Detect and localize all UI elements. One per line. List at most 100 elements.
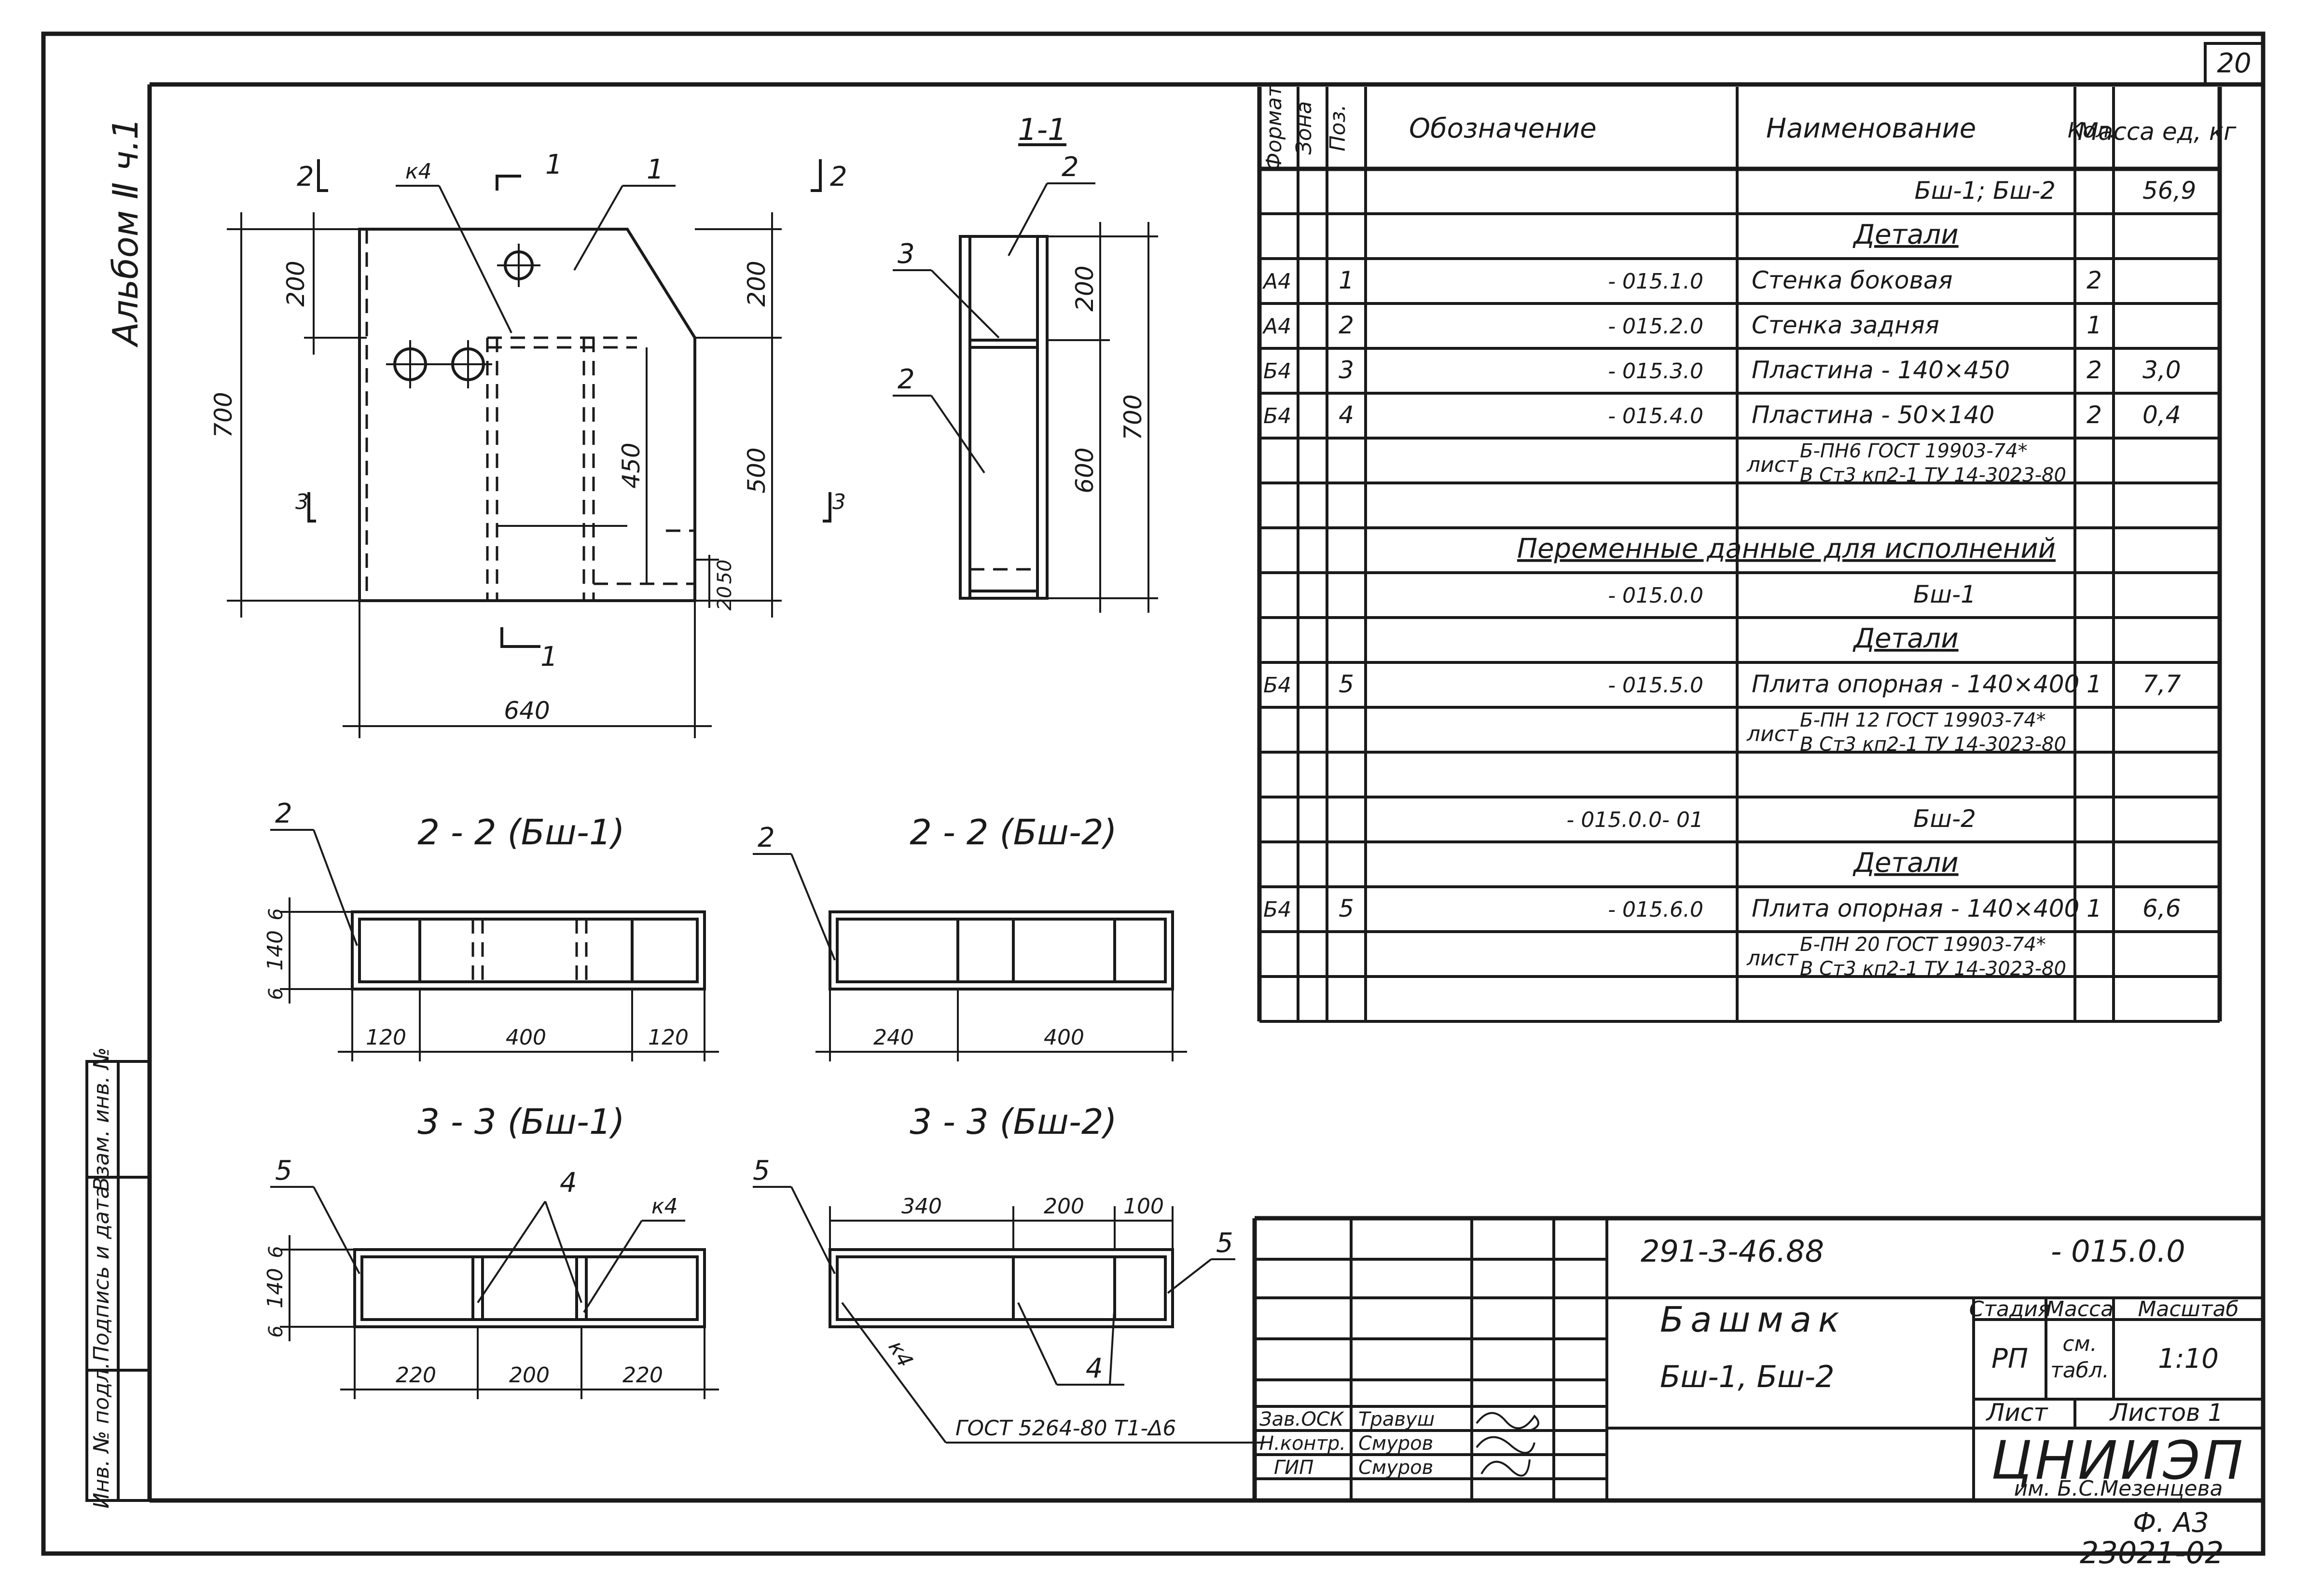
mass-value-2: табл.	[2050, 1358, 2109, 1383]
dim-front-20: 20	[714, 586, 736, 611]
spec-material-prefix: лист	[1746, 722, 1799, 746]
stamp-sign-date: Подпись и дата	[89, 1186, 114, 1362]
s33a-weld-k4: к4	[651, 1194, 678, 1219]
staff-role-2: Н.контр.	[1259, 1432, 1346, 1455]
spec-cell-designation: - 015.1.0	[1608, 269, 1703, 294]
dim-s33a-220b: 220	[622, 1363, 663, 1388]
hdr-name: Наименование	[1766, 113, 1976, 144]
dim-front-200-left: 200	[282, 261, 310, 306]
dim-s22b-240: 240	[873, 1025, 914, 1050]
spec-cell-heading: Детали	[1852, 219, 1958, 250]
scale-header: Масштаб	[2138, 1297, 2239, 1321]
title-line2: Бш-1, Бш-2	[1660, 1359, 1835, 1394]
spec-cell-designation: - 015.0.0- 01	[1566, 808, 1703, 832]
mass-header: Масса	[2046, 1297, 2114, 1321]
cut-3-left-label: 3	[295, 490, 309, 514]
dim-s22a-400: 400	[506, 1025, 546, 1050]
front-weld-k4: к4	[405, 159, 432, 184]
cut-1-bottom-label: 1	[540, 641, 558, 673]
dim-side-700: 700	[1119, 394, 1147, 440]
stage-header: Стадия	[1969, 1297, 2051, 1321]
stamp-inv-orig: Инв. № подл.	[89, 1362, 114, 1509]
dim-s22a-120: 120	[366, 1025, 406, 1050]
spec-cell-name: Стенка боковая	[1752, 266, 1953, 294]
spec-cell-designation: - 015.6.0	[1608, 897, 1703, 922]
dim-s33a-6b: 6	[265, 1325, 287, 1337]
spec-cell-pos: 2	[1339, 311, 1354, 339]
hdr-zone: Зона	[1292, 101, 1316, 155]
hdr-mass: Масса ед, кг	[2078, 118, 2237, 146]
spec-cell-qty: 1	[2087, 311, 2102, 339]
spec-material-top: Б-ПН 12 ГОСТ 19903-74*	[1800, 709, 2046, 731]
spec-material-bottom: В Ст3 кп2-1 ТУ 14-3023-80	[1800, 733, 2066, 756]
spec-cell-qty: 1	[2087, 670, 2102, 698]
spec-cell-name: Пластина - 50×140	[1752, 401, 1994, 429]
side-pos3-label: 3	[898, 238, 915, 270]
scale-value: 1:10	[2158, 1343, 2219, 1375]
page-number-box	[2204, 42, 2265, 86]
doc-suffix: - 015.0.0	[2051, 1234, 2185, 1269]
dim-front-450: 450	[617, 442, 645, 488]
spec-row: Детали	[1852, 623, 1958, 654]
hdr-qty: Кол.	[2068, 118, 2116, 143]
section-2-2-b-title: 2 - 2 (Бш-2)	[910, 812, 1117, 853]
s33a-pos5-label: 5	[275, 1155, 292, 1186]
spec-cell-name: Стенка задняя	[1752, 311, 1939, 339]
spec-cell-pos: 3	[1339, 356, 1354, 384]
section-2-2-bsh1: 2 - 2 (Бш-1) 2 6 140 6 120 400 120	[263, 798, 719, 1061]
view-1-1-title: 1-1	[1018, 112, 1066, 147]
cut-3-right-label: 3	[832, 490, 846, 514]
dim-side-600: 600	[1071, 447, 1099, 493]
s33b-pos5-left-label: 5	[753, 1155, 770, 1186]
album-label: Альбом Ⅱ ч.1	[105, 118, 146, 348]
signatures	[1476, 1412, 1539, 1477]
cut-1-top-label: 1	[545, 149, 563, 180]
spec-cell-pos: 5	[1339, 894, 1354, 922]
spec-material-top: Б-ПН6 ГОСТ 19903-74*	[1800, 440, 2028, 462]
spec-row: - 015.0.0- 01 Бш-2	[1566, 805, 1976, 833]
outer-frame	[41, 31, 2266, 1556]
spec-cell-designation: - 015.2.0	[1608, 314, 1703, 339]
spec-cell-qty: 2	[2087, 266, 2102, 294]
doc-code: 291-3-46.88	[1641, 1234, 1824, 1269]
cut-2-left-label: 2	[297, 161, 314, 193]
spec-cell-qty: 2	[2087, 401, 2102, 429]
section-3-3-bsh1: 3 - 3 (Бш-1) 5 4 к4 6 140 6 220 200 220	[263, 1101, 719, 1399]
spec-cell-name: Бш-1	[1913, 580, 1976, 608]
hdr-format: Формат	[1262, 84, 1286, 171]
spec-cell-format: Б4	[1263, 404, 1291, 428]
dim-s33b-340: 340	[901, 1194, 942, 1219]
spec-cell-pos: 1	[1339, 266, 1354, 294]
staff-name-2: Смуров	[1358, 1432, 1433, 1455]
dim-s22b-400: 400	[1044, 1025, 1084, 1050]
spec-cell-mass: 7,7	[2142, 670, 2181, 698]
spec-table: Формат Зона Поз. Обозначение Наименовани…	[1257, 84, 2237, 1023]
spec-cell-qty: 1	[2087, 894, 2102, 922]
dim-front-200-right: 200	[743, 261, 771, 306]
dim-front-500: 500	[743, 447, 771, 493]
side-pos2-label: 2	[1062, 151, 1079, 183]
dim-s33a-220: 220	[396, 1363, 436, 1388]
org-name: ЦНИИЭП	[1991, 1430, 2246, 1491]
staff-name-1: Травуш	[1358, 1408, 1435, 1431]
spec-cell-name: Бш-2	[1913, 805, 1976, 833]
dim-s33a-6: 6	[265, 1246, 287, 1258]
dim-s33b-200: 200	[1044, 1194, 1084, 1219]
spec-cell-mass: 0,4	[2142, 401, 2181, 429]
stamp-replace-inv: Взам. инв. №	[89, 1047, 114, 1192]
s22b-pos-label: 2	[758, 822, 775, 853]
s33b-pos5-right-label: 5	[1216, 1227, 1233, 1259]
spec-material-bottom: В Ст3 кп2-1 ТУ 14-3023-80	[1800, 958, 2066, 980]
spec-cell-format: Б4	[1263, 897, 1291, 922]
dim-s33a-200: 200	[509, 1363, 550, 1388]
dim-s22a-140: 140	[263, 930, 288, 971]
spec-material-top: Б-ПН 20 ГОСТ 19903-74*	[1800, 934, 2046, 956]
dim-s33b-100: 100	[1123, 1194, 1164, 1219]
spec-cell-designation: - 015.5.0	[1608, 673, 1703, 698]
